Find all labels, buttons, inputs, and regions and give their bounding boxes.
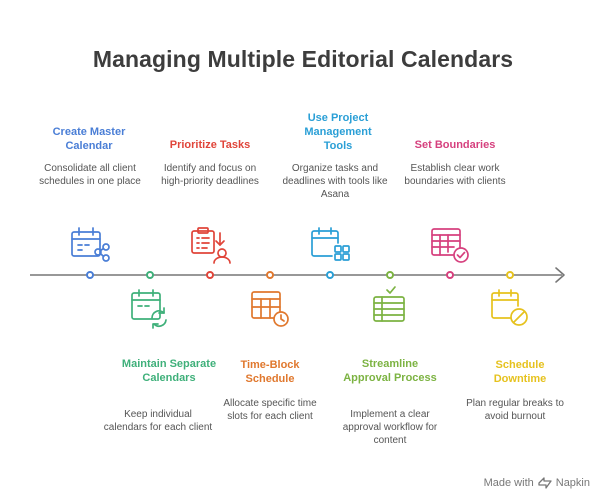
timeline-node-5 <box>326 271 334 279</box>
step-title-prioritize-tasks: Prioritize Tasks <box>169 139 251 151</box>
timeline-node-3 <box>206 271 214 279</box>
footer-made-with: Made with <box>483 477 534 489</box>
step-desc-set-boundaries: Establish clear work boundaries with cli… <box>404 163 506 187</box>
step-desc-use-project-management-tools: Organize tasks and deadlines with tools … <box>282 163 388 200</box>
step-desc-prioritize-tasks: Identify and focus on high-priority dead… <box>161 163 259 187</box>
timeline-node-8 <box>506 271 514 279</box>
timeline-node-1 <box>86 271 94 279</box>
napkin-logo-icon <box>538 477 552 489</box>
calendar-apps-icon <box>310 225 350 265</box>
calendar-sync-icon <box>130 288 170 329</box>
timeline-node-7 <box>446 271 454 279</box>
footer-brand: Napkin <box>555 477 590 489</box>
task-priority-icon <box>190 225 231 265</box>
approval-list-icon <box>370 286 410 326</box>
step-title-create-master-calendar: Create Master Calendar <box>52 126 126 152</box>
calendar-share-icon <box>70 225 110 265</box>
calendar-block-icon <box>490 288 530 328</box>
step-title-time-block-schedule: Time-Block Schedule <box>240 359 300 385</box>
step-title-streamline-approval-process: Streamline Approval Process <box>343 358 437 384</box>
step-desc-create-master-calendar: Consolidate all client schedules in one … <box>39 163 141 187</box>
timeline-arrowhead <box>555 267 565 283</box>
timeline-node-4 <box>266 271 274 279</box>
footer-attribution: Made with Napkin <box>484 477 590 489</box>
timeline-node-6 <box>386 271 394 279</box>
step-desc-maintain-separate-calendars: Keep individual calendars for each clien… <box>103 409 213 433</box>
step-title-maintain-separate-calendars: Maintain Separate Calendars <box>121 358 217 384</box>
step-desc-streamline-approval-process: Implement a clear approval workflow for … <box>342 409 438 446</box>
step-title-use-project-management-tools: Use Project Management Tools <box>304 112 372 152</box>
step-title-schedule-downtime: Schedule Downtime <box>493 359 547 385</box>
page-title: Managing Multiple Editorial Calendars <box>92 46 514 72</box>
step-desc-time-block-schedule: Allocate specific time slots for each cl… <box>223 398 317 422</box>
step-desc-schedule-downtime: Plan regular breaks to avoid burnout <box>466 398 564 422</box>
calendar-check-icon <box>430 225 470 265</box>
calendar-clock-icon <box>250 288 290 328</box>
timeline-node-2 <box>146 271 154 279</box>
step-title-set-boundaries: Set Boundaries <box>414 139 496 151</box>
